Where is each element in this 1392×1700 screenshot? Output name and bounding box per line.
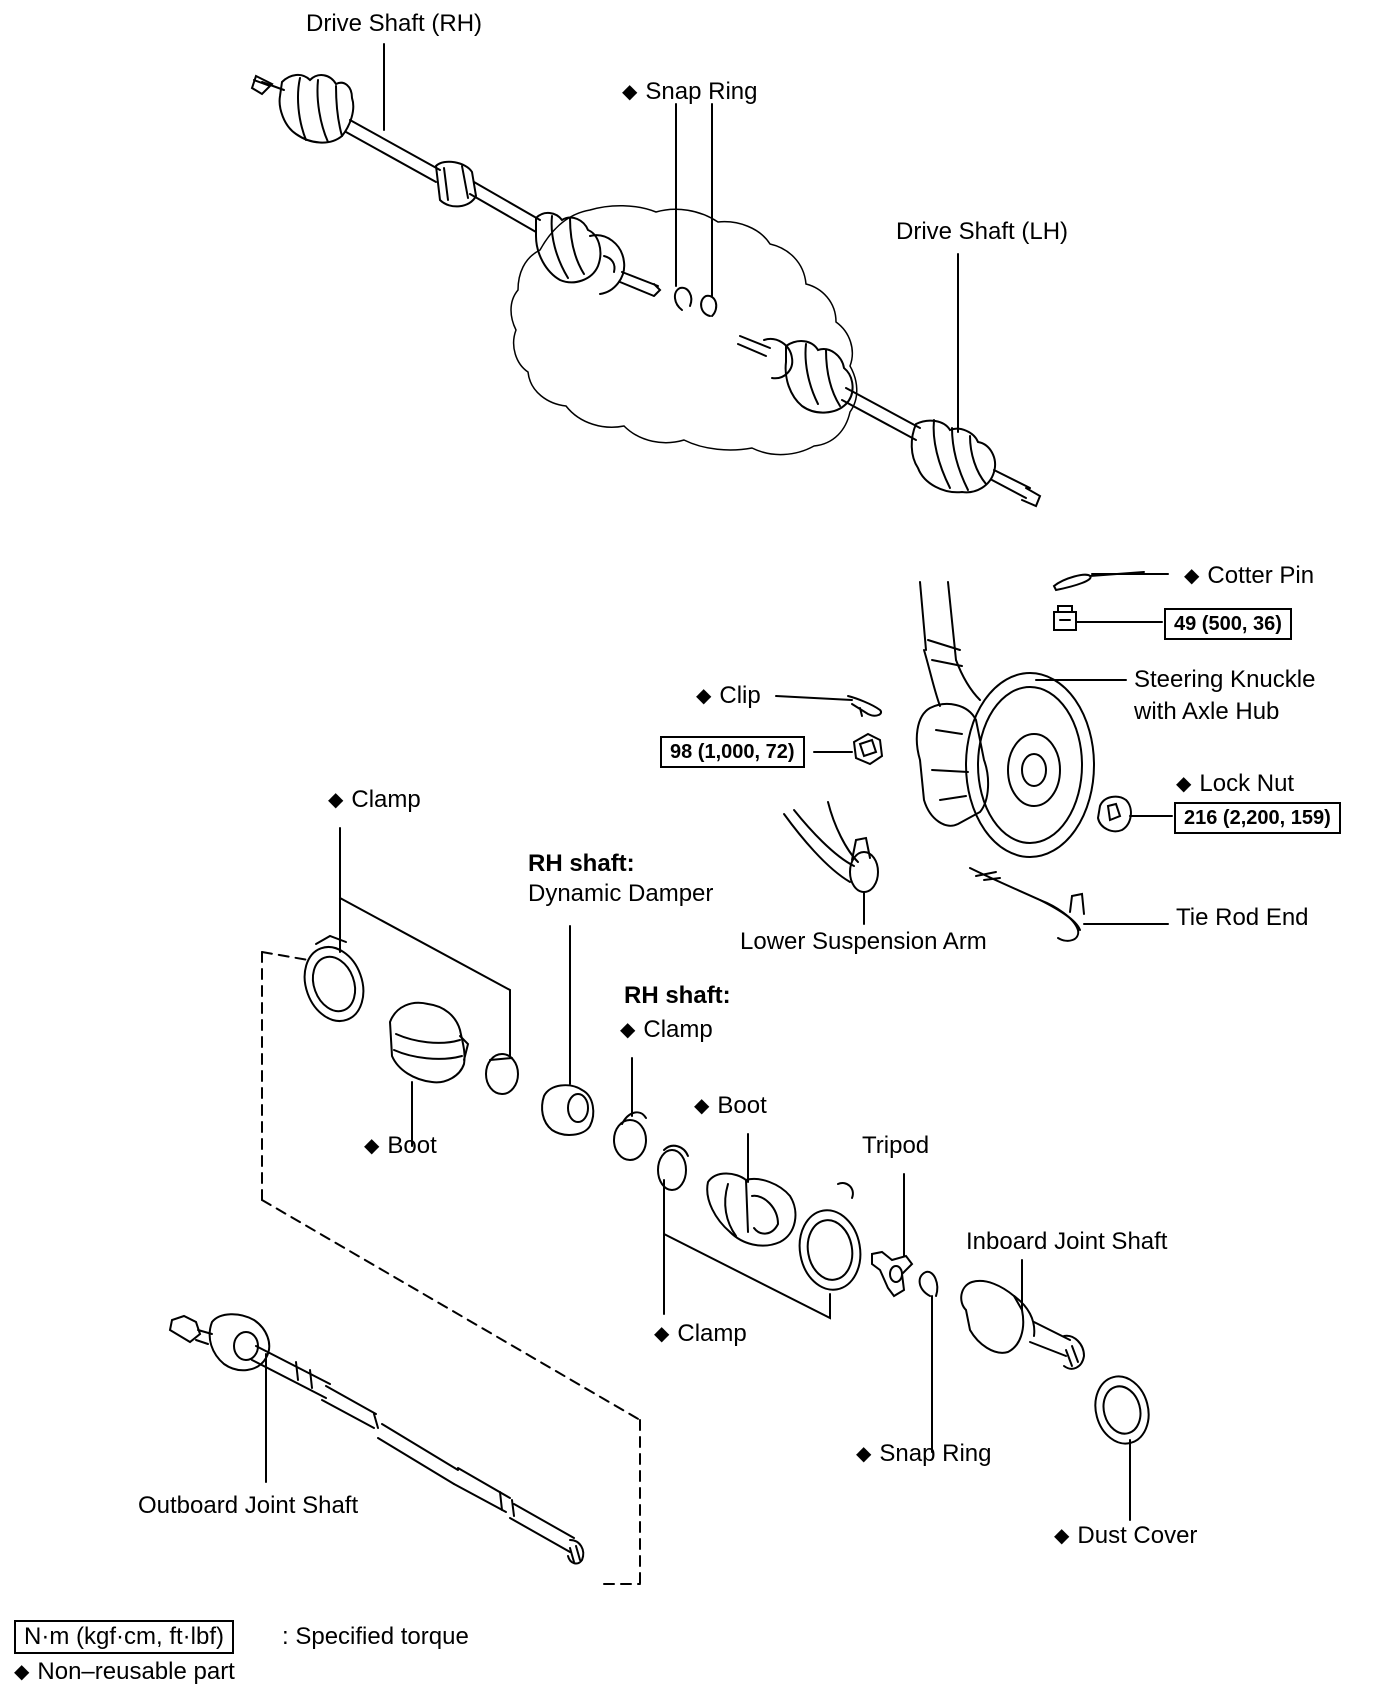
label-lock-nut: ◆ Lock Nut — [1176, 770, 1294, 798]
castle-nut-drawing — [1053, 605, 1163, 631]
label-tie-rod-end: Tie Rod End — [1176, 904, 1309, 932]
label-lower-suspension-arm: Lower Suspension Arm — [740, 928, 987, 956]
label-tripod: Tripod — [862, 1132, 929, 1160]
inner-boot-drawing — [706, 1133, 797, 1247]
non-reusable-diamond-icon: ◆ — [328, 789, 344, 811]
cotter-pin-text: Cotter Pin — [1207, 562, 1315, 589]
label-boot-outboard: ◆ Boot — [364, 1132, 437, 1160]
clamp-rh-text: Clamp — [643, 1016, 713, 1043]
label-cotter-pin: ◆ Cotter Pin — [1184, 562, 1314, 590]
steering-knuckle-drawing — [915, 581, 1095, 858]
tie-rod-end-text: Tie Rod End — [1176, 904, 1309, 931]
steering-knuckle-text-1: Steering Knuckle — [1134, 666, 1316, 693]
label-rh-shaft-clamp: RH shaft: — [624, 982, 731, 1010]
drive-shaft-lh-drawing — [737, 335, 1042, 508]
ball-joint-nut-drawing — [813, 732, 884, 766]
legend-torque-box: N·m (kgf·cm, ft·lbf) — [14, 1620, 234, 1654]
non-reusable-diamond-icon: ◆ — [622, 81, 638, 103]
tripod-text: Tripod — [862, 1132, 930, 1159]
outer-boot-drawing — [388, 1001, 470, 1147]
rh-clamp-drawing — [613, 1057, 647, 1161]
label-boot-inboard: ◆ Boot — [694, 1092, 767, 1120]
non-reusable-diamond-icon: ◆ — [654, 1323, 670, 1345]
non-reusable-diamond-icon: ◆ — [620, 1019, 636, 1041]
legend-torque-desc-text: : Specified torque — [282, 1623, 469, 1650]
lower-suspension-arm-drawing — [783, 801, 879, 925]
inboard-joint-shaft-text: Inboard Joint Shaft — [966, 1228, 1168, 1255]
torque-castle-nut-value: 49 (500, 36) — [1174, 613, 1282, 635]
label-rh-shaft-damper: RH shaft: — [528, 850, 635, 878]
boot-inboard-text: Boot — [717, 1092, 767, 1119]
label-snap-ring-bottom: ◆ Snap Ring — [856, 1440, 991, 1468]
drive-shaft-rh-text: Drive Shaft (RH) — [306, 10, 483, 37]
label-dynamic-damper: Dynamic Damper — [528, 880, 713, 908]
drive-shaft-rh-drawing — [250, 74, 662, 297]
label-steering-knuckle-line2: with Axle Hub — [1134, 698, 1279, 726]
label-steering-knuckle-line1: Steering Knuckle — [1134, 666, 1315, 694]
label-clamp-outboard: ◆ Clamp — [328, 786, 421, 814]
snap-ring-bottom-text: Snap Ring — [879, 1440, 992, 1467]
non-reusable-diamond-icon: ◆ — [1176, 773, 1192, 795]
legend-non-reusable: ◆ Non–reusable part — [14, 1658, 235, 1686]
outboard-joint-shaft-text: Outboard Joint Shaft — [138, 1492, 359, 1519]
legend-torque-description: : Specified torque — [282, 1623, 469, 1651]
drive-shaft-lh-text: Drive Shaft (LH) — [896, 218, 1069, 245]
lock-nut-drawing — [1096, 795, 1173, 833]
torque-lock-nut-value: 216 (2,200, 159) — [1184, 807, 1331, 829]
steering-knuckle-text-2: with Axle Hub — [1134, 698, 1280, 725]
small-clamp-drawing — [485, 1053, 519, 1095]
torque-lock-nut: 216 (2,200, 159) — [1174, 802, 1341, 834]
label-snap-ring-top: ◆ Snap Ring — [622, 78, 757, 106]
clamp-inboard-text: Clamp — [677, 1320, 747, 1347]
label-outboard-joint-shaft: Outboard Joint Shaft — [138, 1492, 358, 1520]
torque-castle-nut: 49 (500, 36) — [1164, 608, 1292, 640]
lower-suspension-arm-text: Lower Suspension Arm — [740, 928, 987, 955]
clamp-outboard-text: Clamp — [351, 786, 421, 813]
dust-cover-drawing — [1094, 1375, 1150, 1521]
label-drive-shaft-rh: Drive Shaft (RH) — [306, 10, 482, 38]
dashed-bracket — [261, 951, 641, 1585]
legend-non-reusable-text: Non–reusable part — [37, 1658, 235, 1685]
dynamic-damper-drawing — [541, 925, 595, 1136]
outer-clamp-drawing — [303, 934, 365, 1022]
torque-ball-joint-nut: 98 (1,000, 72) — [660, 736, 805, 768]
label-dust-cover: ◆ Dust Cover — [1054, 1522, 1197, 1550]
lock-nut-text: Lock Nut — [1199, 770, 1295, 797]
outboard-joint-shaft-drawing — [168, 1313, 585, 1565]
rh-shaft-text-2: RH shaft: — [624, 982, 731, 1009]
large-inner-clamp-drawing — [798, 1182, 862, 1291]
clip-text: Clip — [719, 682, 761, 709]
inboard-joint-shaft-drawing — [960, 1259, 1086, 1370]
tripod-drawing — [871, 1173, 914, 1298]
legend-torque-unit: N·m (kgf·cm, ft·lbf) — [24, 1623, 224, 1650]
rh-shaft-text-1: RH shaft: — [528, 850, 635, 877]
dynamic-damper-text: Dynamic Damper — [528, 880, 714, 907]
tie-rod-end-drawing — [969, 867, 1169, 942]
snap-ring-inner-drawing — [918, 1270, 939, 1453]
label-inboard-joint-shaft: Inboard Joint Shaft — [966, 1228, 1167, 1256]
dust-cover-text: Dust Cover — [1077, 1522, 1198, 1549]
non-reusable-diamond-icon: ◆ — [856, 1443, 872, 1465]
inner-clamp-small-drawing — [657, 1144, 689, 1191]
label-drive-shaft-lh: Drive Shaft (LH) — [896, 218, 1068, 246]
clip-drawing — [847, 695, 882, 717]
transaxle-cloud — [510, 204, 858, 456]
non-reusable-diamond-icon: ◆ — [696, 685, 712, 707]
label-clamp-inboard: ◆ Clamp — [654, 1320, 747, 1348]
boot-outboard-text: Boot — [387, 1132, 437, 1159]
label-clamp-rh: ◆ Clamp — [620, 1016, 713, 1044]
label-clip: ◆ Clip — [696, 682, 761, 710]
snap-rings-top-drawing — [674, 286, 718, 317]
non-reusable-diamond-icon: ◆ — [1054, 1525, 1070, 1547]
snap-ring-top-text: Snap Ring — [645, 78, 758, 105]
non-reusable-diamond-icon: ◆ — [14, 1661, 30, 1683]
torque-ball-joint-nut-value: 98 (1,000, 72) — [670, 741, 795, 763]
non-reusable-diamond-icon: ◆ — [1184, 565, 1200, 587]
non-reusable-diamond-icon: ◆ — [364, 1135, 380, 1157]
non-reusable-diamond-icon: ◆ — [694, 1095, 710, 1117]
